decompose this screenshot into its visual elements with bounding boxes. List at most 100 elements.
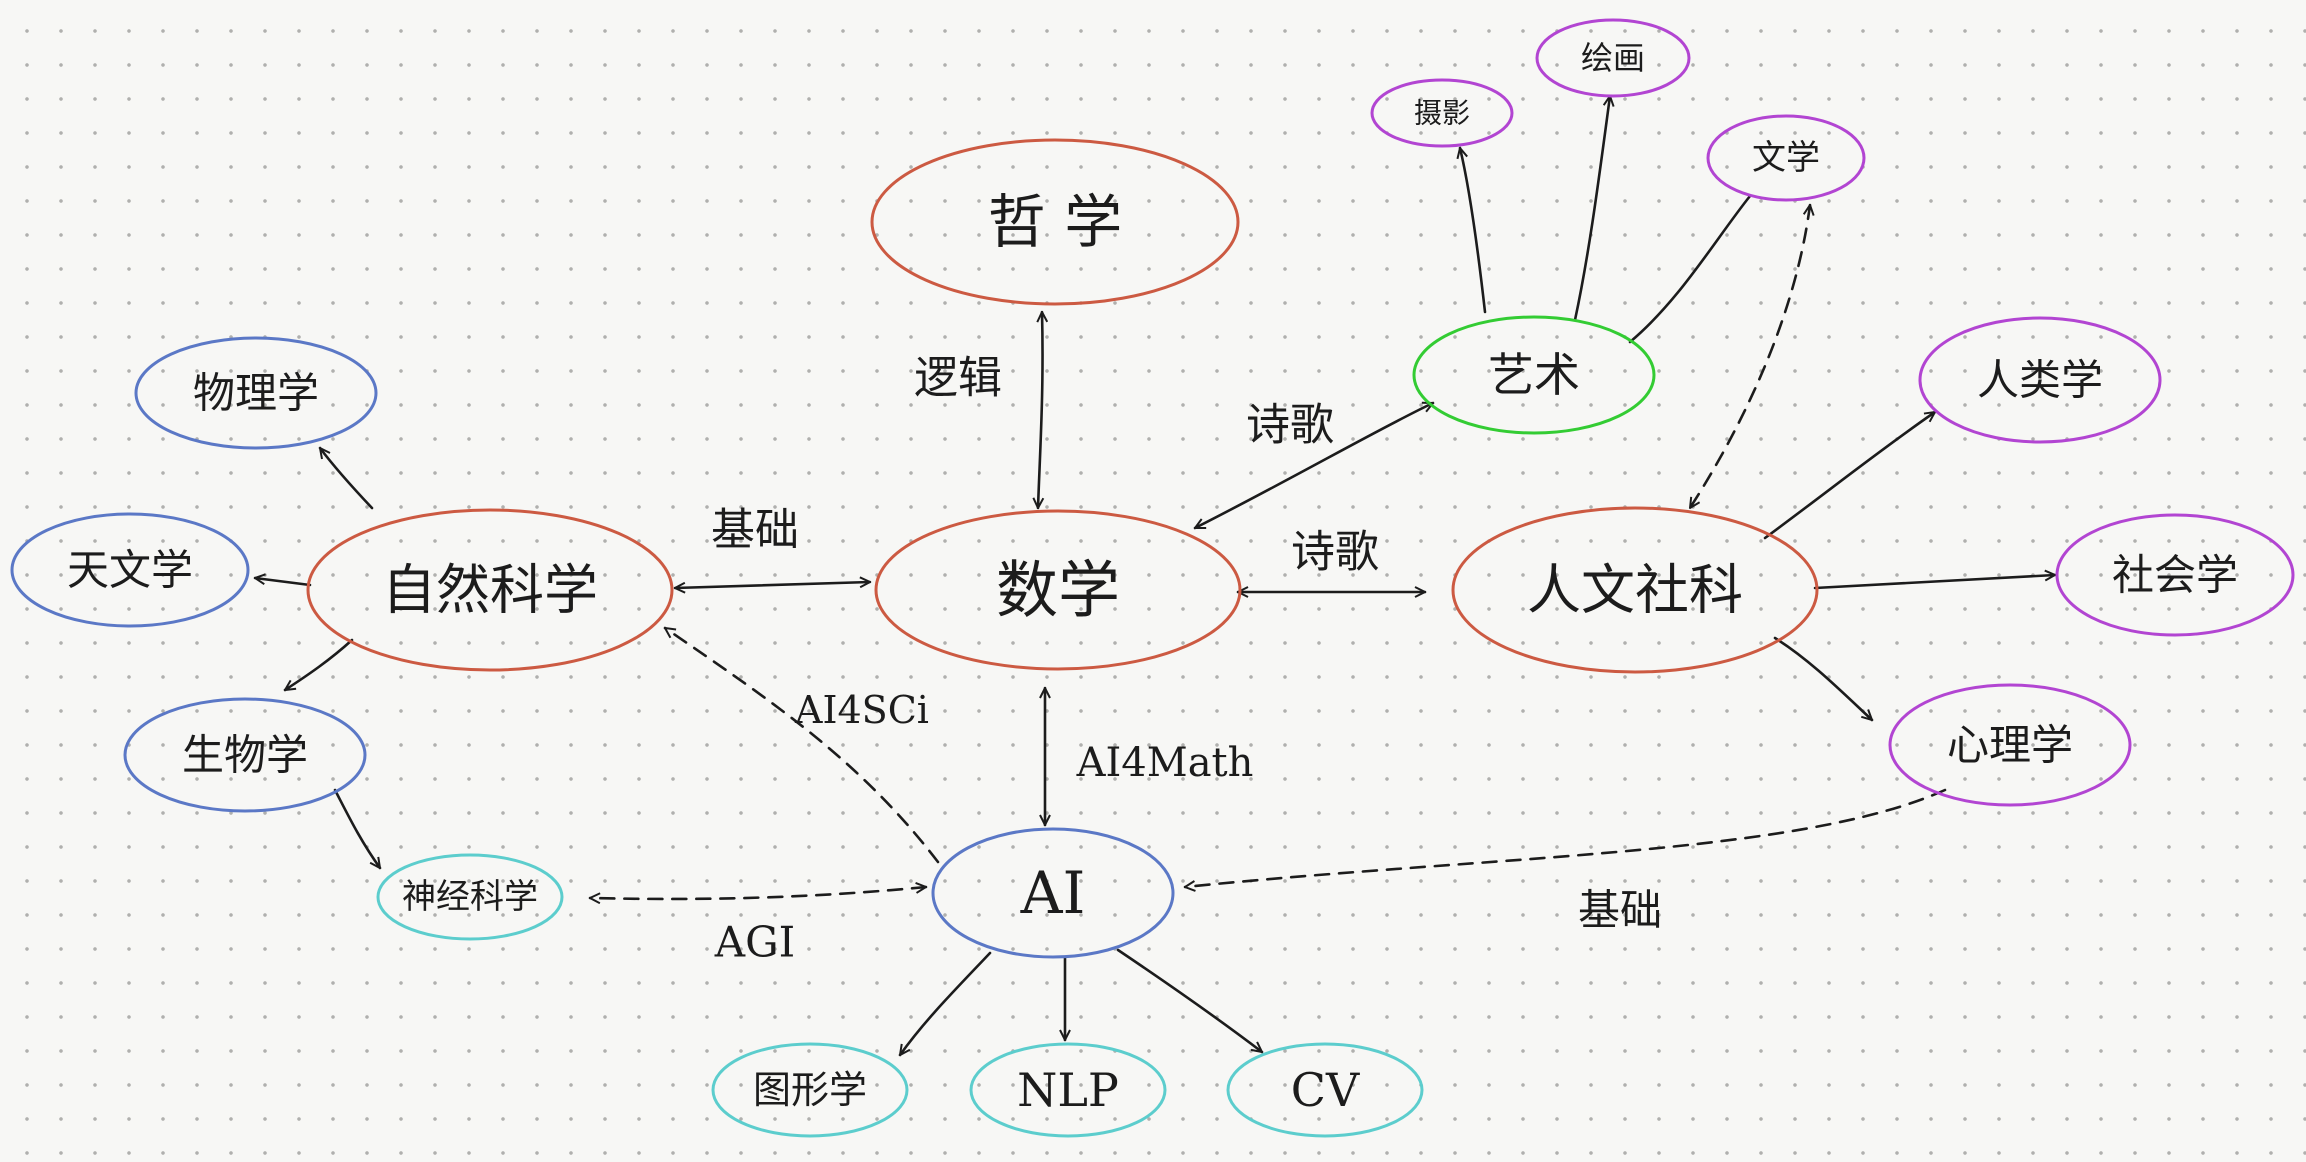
node-label-neuroscience: 神经科学	[402, 877, 538, 917]
node-painting: 绘画	[1535, 18, 1691, 98]
edge-math-art: 诗歌	[1195, 400, 1433, 530]
edge-natural-science-astronomy	[255, 578, 312, 587]
node-label-psychology: 心理学	[1947, 721, 2073, 770]
node-label-natural-science: 自然科学	[382, 559, 598, 622]
node-label-humanities: 人文社科	[1527, 559, 1743, 622]
node-label-graphics: 图形学	[753, 1068, 867, 1112]
edge-line-biology-neuroscience	[333, 788, 382, 868]
edge-line-natural-science-physics	[320, 448, 374, 510]
edge-line-philosophy-math	[1038, 310, 1043, 510]
node-ellipse-graphics	[711, 1042, 909, 1138]
node-label-philosophy: 哲 学	[988, 188, 1122, 256]
edge-line-humanities-sociology	[1813, 575, 2055, 590]
node-literature: 文学	[1706, 114, 1866, 202]
edge-label-math-humanities: 诗歌	[1291, 527, 1379, 578]
node-ellipse-literature	[1706, 114, 1866, 202]
edge-line-ai-graphics	[898, 951, 992, 1055]
node-ellipse-photography	[1370, 78, 1514, 148]
node-label-literature: 文学	[1752, 138, 1820, 178]
edge-ai-graphics	[898, 951, 992, 1055]
edge-humanities-anthropology	[1763, 410, 1935, 540]
node-ai: AI	[931, 827, 1175, 959]
node-biology: 生物学	[123, 697, 367, 813]
edge-humanities-psychology	[1773, 636, 1872, 720]
edge-label-ai-natural-science: AI4SCi	[794, 688, 929, 732]
node-ellipse-painting	[1535, 18, 1691, 98]
node-neuroscience: 神经科学	[376, 853, 564, 941]
node-label-math: 数学	[996, 554, 1120, 627]
edge-natural-science-physics	[320, 448, 374, 510]
node-physics: 物理学	[134, 336, 378, 450]
edge-line-ai-natural-science	[665, 626, 940, 864]
node-ellipse-math	[874, 509, 1242, 671]
node-ellipse-art	[1412, 315, 1656, 435]
node-ellipse-astronomy	[10, 512, 250, 628]
edge-philosophy-math: 逻辑	[914, 310, 1043, 510]
node-ellipse-sociology	[2055, 513, 2295, 637]
edge-ai-natural-science: AI4SCi	[665, 626, 940, 864]
edge-line-art-painting	[1573, 96, 1610, 322]
node-label-sociology: 社会学	[2112, 551, 2238, 600]
edge-line-literature-humanities	[1688, 205, 1810, 508]
node-graphics: 图形学	[711, 1042, 909, 1138]
edge-art-photography	[1460, 148, 1487, 314]
node-label-astronomy: 天文学	[67, 546, 193, 595]
node-label-cv: CV	[1291, 1063, 1360, 1117]
edge-label-natural-science-math: 基础	[711, 505, 799, 556]
node-nlp: NLP	[969, 1042, 1167, 1138]
node-label-nlp: NLP	[1017, 1063, 1119, 1117]
node-natural-science: 自然科学	[306, 508, 674, 672]
edge-humanities-sociology	[1813, 575, 2055, 590]
edge-biology-neuroscience	[333, 788, 382, 868]
node-ellipse-cv	[1226, 1042, 1424, 1138]
node-ellipse-philosophy	[870, 138, 1240, 306]
edge-math-ai: AI4Math	[1045, 686, 1254, 827]
edge-line-ai-neuroscience	[588, 887, 926, 899]
edge-ai-neuroscience: AGI	[588, 887, 926, 967]
node-math: 数学	[874, 509, 1242, 671]
edge-psychology-ai: 基础	[1185, 788, 1947, 935]
edge-line-humanities-psychology	[1773, 636, 1872, 720]
node-ellipse-neuroscience	[376, 853, 564, 941]
node-label-physics: 物理学	[193, 369, 319, 418]
edge-label-philosophy-math: 逻辑	[914, 353, 1002, 404]
node-ellipse-natural-science	[306, 508, 674, 672]
edge-line-natural-science-astronomy	[255, 578, 312, 587]
node-art: 艺术	[1412, 315, 1656, 435]
node-label-ai: AI	[1020, 859, 1086, 927]
edge-label-math-art: 诗歌	[1246, 400, 1334, 451]
node-photography: 摄影	[1370, 78, 1514, 148]
node-sociology: 社会学	[2055, 513, 2295, 637]
node-ellipse-nlp	[969, 1042, 1167, 1138]
node-astronomy: 天文学	[10, 512, 250, 628]
node-label-anthropology: 人类学	[1977, 356, 2103, 405]
edge-line-natural-science-math	[673, 582, 872, 588]
node-philosophy: 哲 学	[870, 138, 1240, 306]
edge-literature-humanities	[1688, 205, 1810, 508]
node-ellipse-anthropology	[1918, 316, 2162, 444]
edge-line-psychology-ai	[1185, 788, 1947, 887]
edge-label-math-ai: AI4Math	[1076, 740, 1254, 786]
node-ellipse-psychology	[1888, 683, 2132, 807]
node-anthropology: 人类学	[1918, 316, 2162, 444]
node-label-photography: 摄影	[1414, 97, 1470, 130]
edge-line-humanities-anthropology	[1763, 410, 1935, 540]
edge-art-painting	[1573, 96, 1610, 322]
node-ellipse-humanities	[1451, 506, 1819, 674]
edge-line-natural-science-biology	[285, 638, 354, 692]
edge-natural-science-math: 基础	[673, 505, 872, 589]
edge-natural-science-biology	[285, 638, 354, 692]
node-ellipse-biology	[123, 697, 367, 813]
edge-label-psychology-ai: 基础	[1578, 886, 1662, 935]
edge-label-ai-neuroscience: AGI	[714, 918, 795, 967]
edge-ai-cv	[1116, 948, 1262, 1052]
edge-line-art-photography	[1460, 148, 1487, 314]
edge-line-ai-cv	[1116, 948, 1262, 1052]
node-label-painting: 绘画	[1581, 39, 1645, 77]
node-cv: CV	[1226, 1042, 1424, 1138]
node-ellipse-ai	[931, 827, 1175, 959]
node-ellipse-physics	[134, 336, 378, 450]
